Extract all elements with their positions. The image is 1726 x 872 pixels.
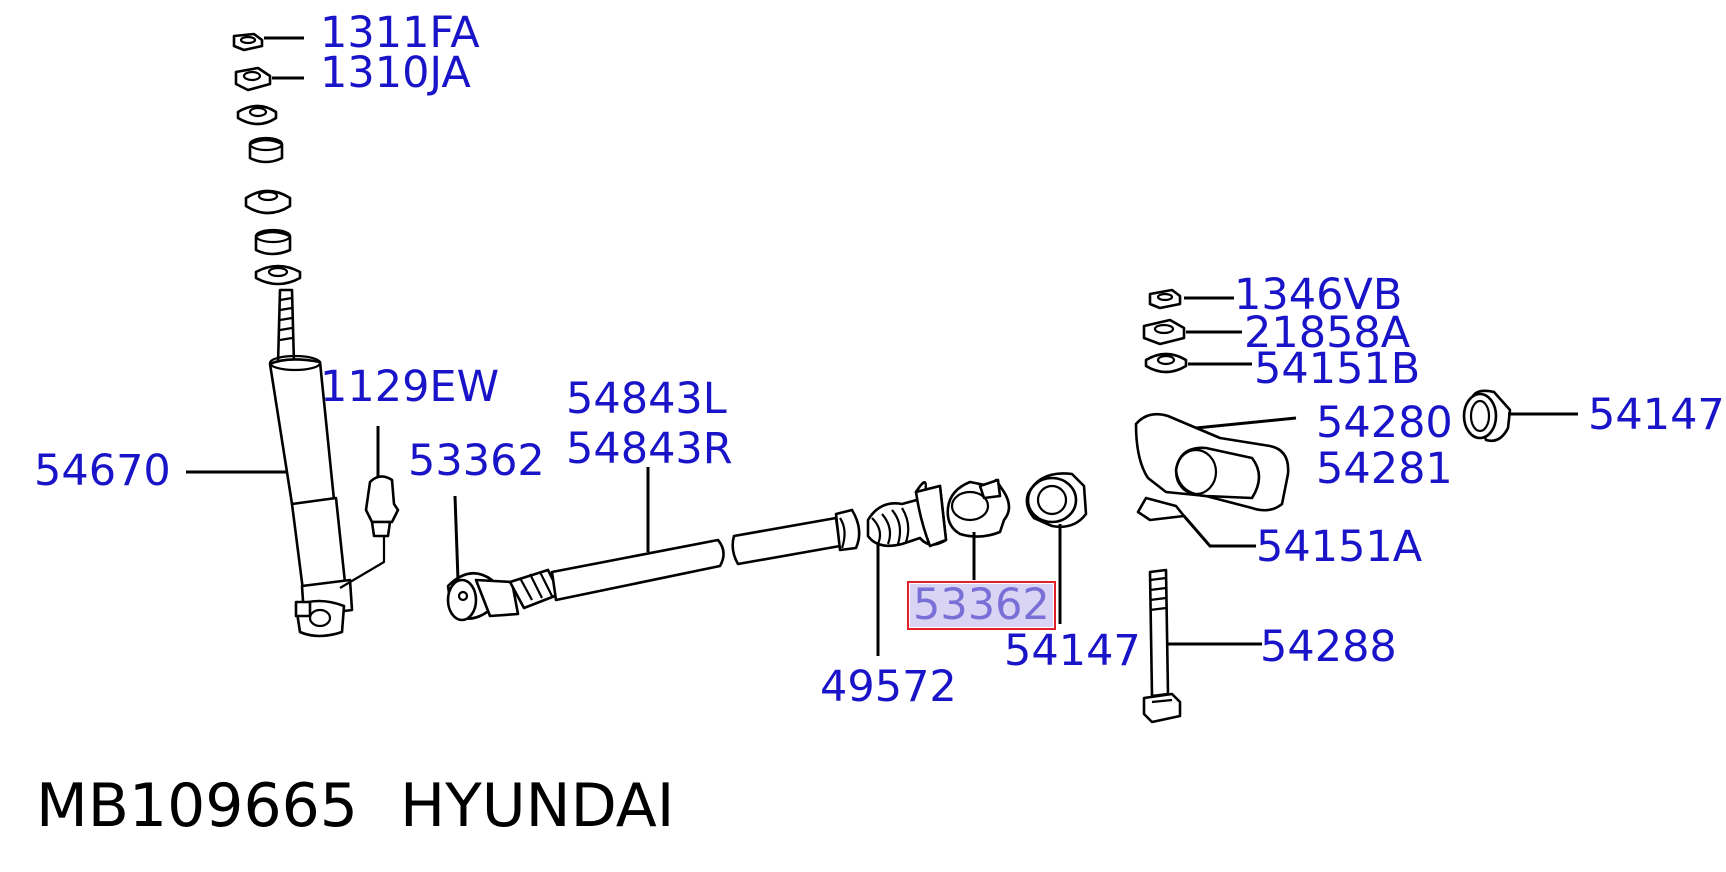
bushing-drawing-2 (254, 228, 292, 256)
bolt-54288-drawing (1142, 568, 1182, 724)
washer-drawing-1 (236, 104, 278, 126)
link-rod-drawing (508, 508, 861, 610)
label-21858a[interactable]: 21858A (1244, 308, 1411, 358)
bolt-1129ew-drawing (339, 475, 400, 589)
nut-1311fa-drawing (232, 32, 264, 52)
washer-drawing-2 (244, 189, 292, 215)
nut-1346vb-drawing (1148, 288, 1182, 310)
shock-absorber-drawing (268, 288, 354, 638)
washer-54151b-drawing (1144, 352, 1188, 374)
bushing-53362-selected-drawing (946, 478, 1011, 538)
collar-54147-lower-drawing (1025, 472, 1088, 529)
washer-drawing-3 (254, 264, 302, 286)
label-54151b[interactable]: 54151B (1254, 344, 1421, 394)
label-1311fa[interactable]: 1311FA (320, 8, 480, 58)
label-54147-right[interactable]: 54147 (1588, 390, 1725, 440)
label-54670[interactable]: 54670 (34, 446, 171, 496)
leader-lines (186, 36, 1578, 656)
label-54147-lower[interactable]: 54147 (1004, 626, 1141, 676)
label-54843r[interactable]: 54843R (566, 424, 733, 474)
label-53362-selected[interactable]: 53362 (907, 581, 1056, 630)
label-54281[interactable]: 54281 (1316, 444, 1453, 494)
collar-54147-right-drawing (1462, 389, 1512, 443)
nut-21858a-drawing (1142, 318, 1186, 346)
bushing-drawing-1 (248, 136, 284, 164)
label-1129ew[interactable]: 1129EW (320, 362, 500, 412)
label-53362-left[interactable]: 53362 (408, 436, 545, 486)
label-54843l[interactable]: 54843L (566, 374, 727, 424)
label-1310ja[interactable]: 1310JA (320, 48, 471, 98)
label-1346vb[interactable]: 1346VB (1234, 270, 1403, 320)
boot-49572-drawing (866, 481, 948, 548)
bushing-53362-left-drawing (446, 572, 520, 622)
footer-part-number: MB109665 (36, 771, 358, 841)
footer-brand: HYUNDAI (400, 771, 675, 841)
label-54288[interactable]: 54288 (1260, 622, 1397, 672)
label-49572[interactable]: 49572 (820, 662, 957, 712)
label-54280[interactable]: 54280 (1316, 398, 1453, 448)
bracket-54280-drawing (1134, 412, 1290, 522)
nut-1310ja-drawing (234, 66, 272, 92)
label-54151a[interactable]: 54151A (1256, 522, 1423, 572)
